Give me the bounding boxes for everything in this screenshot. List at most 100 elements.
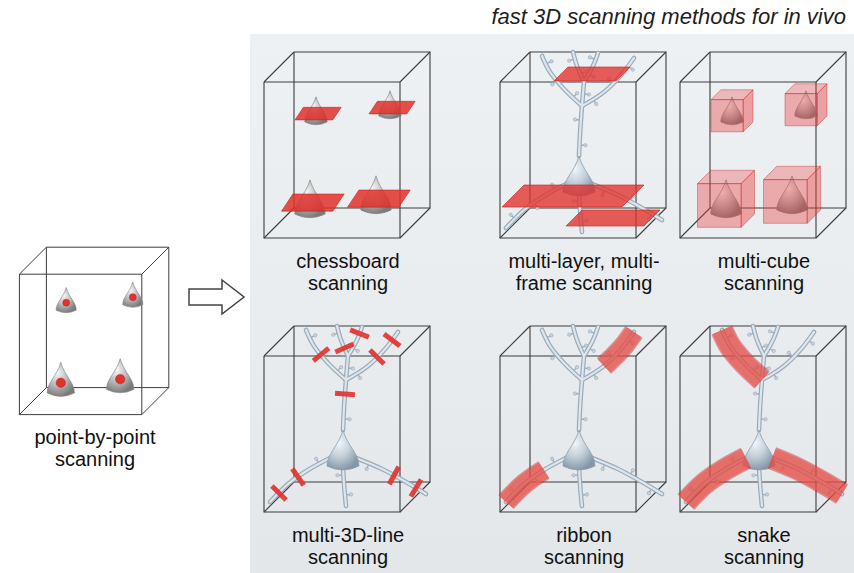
soma (327, 430, 359, 470)
scan-cube-face (698, 184, 742, 228)
cube-edge (46, 247, 168, 387)
cube-illustration (5, 240, 185, 420)
cube-edge (19, 388, 46, 415)
soma (107, 359, 134, 393)
cube-illustration (258, 318, 438, 518)
cube-edge (400, 326, 430, 356)
cube-edge (400, 208, 430, 238)
dendrite-outline (582, 58, 634, 106)
scan-line (384, 334, 400, 346)
cube-frame (264, 326, 430, 512)
scan-cube-face (743, 90, 753, 132)
spine-head (588, 56, 591, 59)
figure-content (500, 326, 666, 512)
figure-content (680, 326, 846, 512)
panel-background (250, 34, 854, 573)
dendrite-outline (343, 466, 346, 506)
soma (123, 282, 143, 307)
cube-illustration (674, 44, 854, 244)
scan-band (722, 330, 762, 380)
cube-illustration (258, 44, 438, 244)
scan-cube-face (817, 84, 827, 126)
spine-head (587, 367, 590, 370)
spine-head (584, 144, 587, 147)
dendrite (506, 458, 566, 502)
dendrite-outline (759, 466, 762, 506)
cube-frame (264, 52, 430, 238)
spine-head (575, 365, 578, 368)
scan-line (389, 467, 399, 485)
dendrite (592, 458, 662, 494)
dendrite (579, 466, 582, 506)
cube-edge (400, 52, 430, 82)
dendrite-outline (753, 326, 764, 356)
cube-frame (680, 52, 846, 238)
cube-illustration (674, 318, 854, 518)
dendrite-outline (762, 332, 814, 380)
spine-head (336, 474, 339, 477)
method-figure: ribbon scanning (494, 318, 674, 570)
spine-head (748, 333, 751, 336)
scan-point (63, 299, 70, 306)
figure-label: ribbon scanning (519, 524, 649, 568)
dendrite (772, 458, 842, 494)
spine-head (575, 91, 578, 94)
panel-title: fast 3D scanning methods for in vivo (250, 0, 854, 30)
dendrite (764, 327, 778, 356)
spine-head (787, 351, 790, 354)
spine-head (631, 68, 634, 71)
spine-head (595, 376, 598, 379)
spine-head (356, 349, 359, 352)
scan-line (411, 479, 421, 496)
spine-head (568, 333, 571, 336)
cube-edge (500, 208, 530, 238)
cube-frame (500, 52, 666, 238)
spine-head (584, 418, 587, 421)
dendrite-outline (772, 458, 842, 494)
spine-head (811, 342, 814, 345)
scan-band (506, 470, 544, 502)
cube-edge (264, 208, 294, 238)
method-figure: multi-layer, multi-frame scanning (494, 44, 674, 296)
scan-cube-face (807, 166, 820, 223)
dendrite-outline (579, 82, 584, 156)
spine-head (753, 392, 756, 395)
dendrite-outline (686, 458, 746, 502)
dendrite (584, 327, 598, 356)
scan-plane (369, 101, 415, 114)
figure-content (264, 326, 430, 512)
cube-edge (19, 274, 141, 414)
spine-head (550, 60, 553, 63)
cube-edge (142, 247, 169, 274)
cube-edge (680, 326, 710, 356)
spine-head (573, 118, 576, 121)
spine-head (752, 474, 755, 477)
method-figure: snake scanning (674, 318, 854, 570)
scan-band (772, 458, 842, 494)
cube-edge (294, 52, 430, 208)
cube-edge (500, 52, 530, 82)
scan-band-edge (686, 458, 746, 502)
scan-line (350, 330, 369, 337)
dendrite (343, 466, 346, 506)
dendrite (762, 332, 814, 380)
figure-label: multi-layer, multi-frame scanning (486, 250, 682, 294)
spine-head (550, 457, 553, 460)
dendrite-outline (764, 327, 778, 356)
scan-plane (348, 190, 411, 207)
spine-head (332, 333, 335, 336)
cube-edge (264, 356, 400, 512)
scan-line (272, 486, 286, 500)
method-figure: point-by-point scanning (5, 240, 185, 472)
spine-head (551, 357, 554, 360)
neuron (270, 326, 426, 506)
scan-cube-face (711, 100, 743, 132)
scan-line (313, 348, 328, 361)
scan-point (56, 378, 65, 387)
scan-line (370, 350, 384, 364)
figure-content (264, 52, 430, 238)
dendrite (579, 356, 584, 430)
cube-edge (816, 52, 846, 82)
scan-band-edge (772, 458, 842, 494)
